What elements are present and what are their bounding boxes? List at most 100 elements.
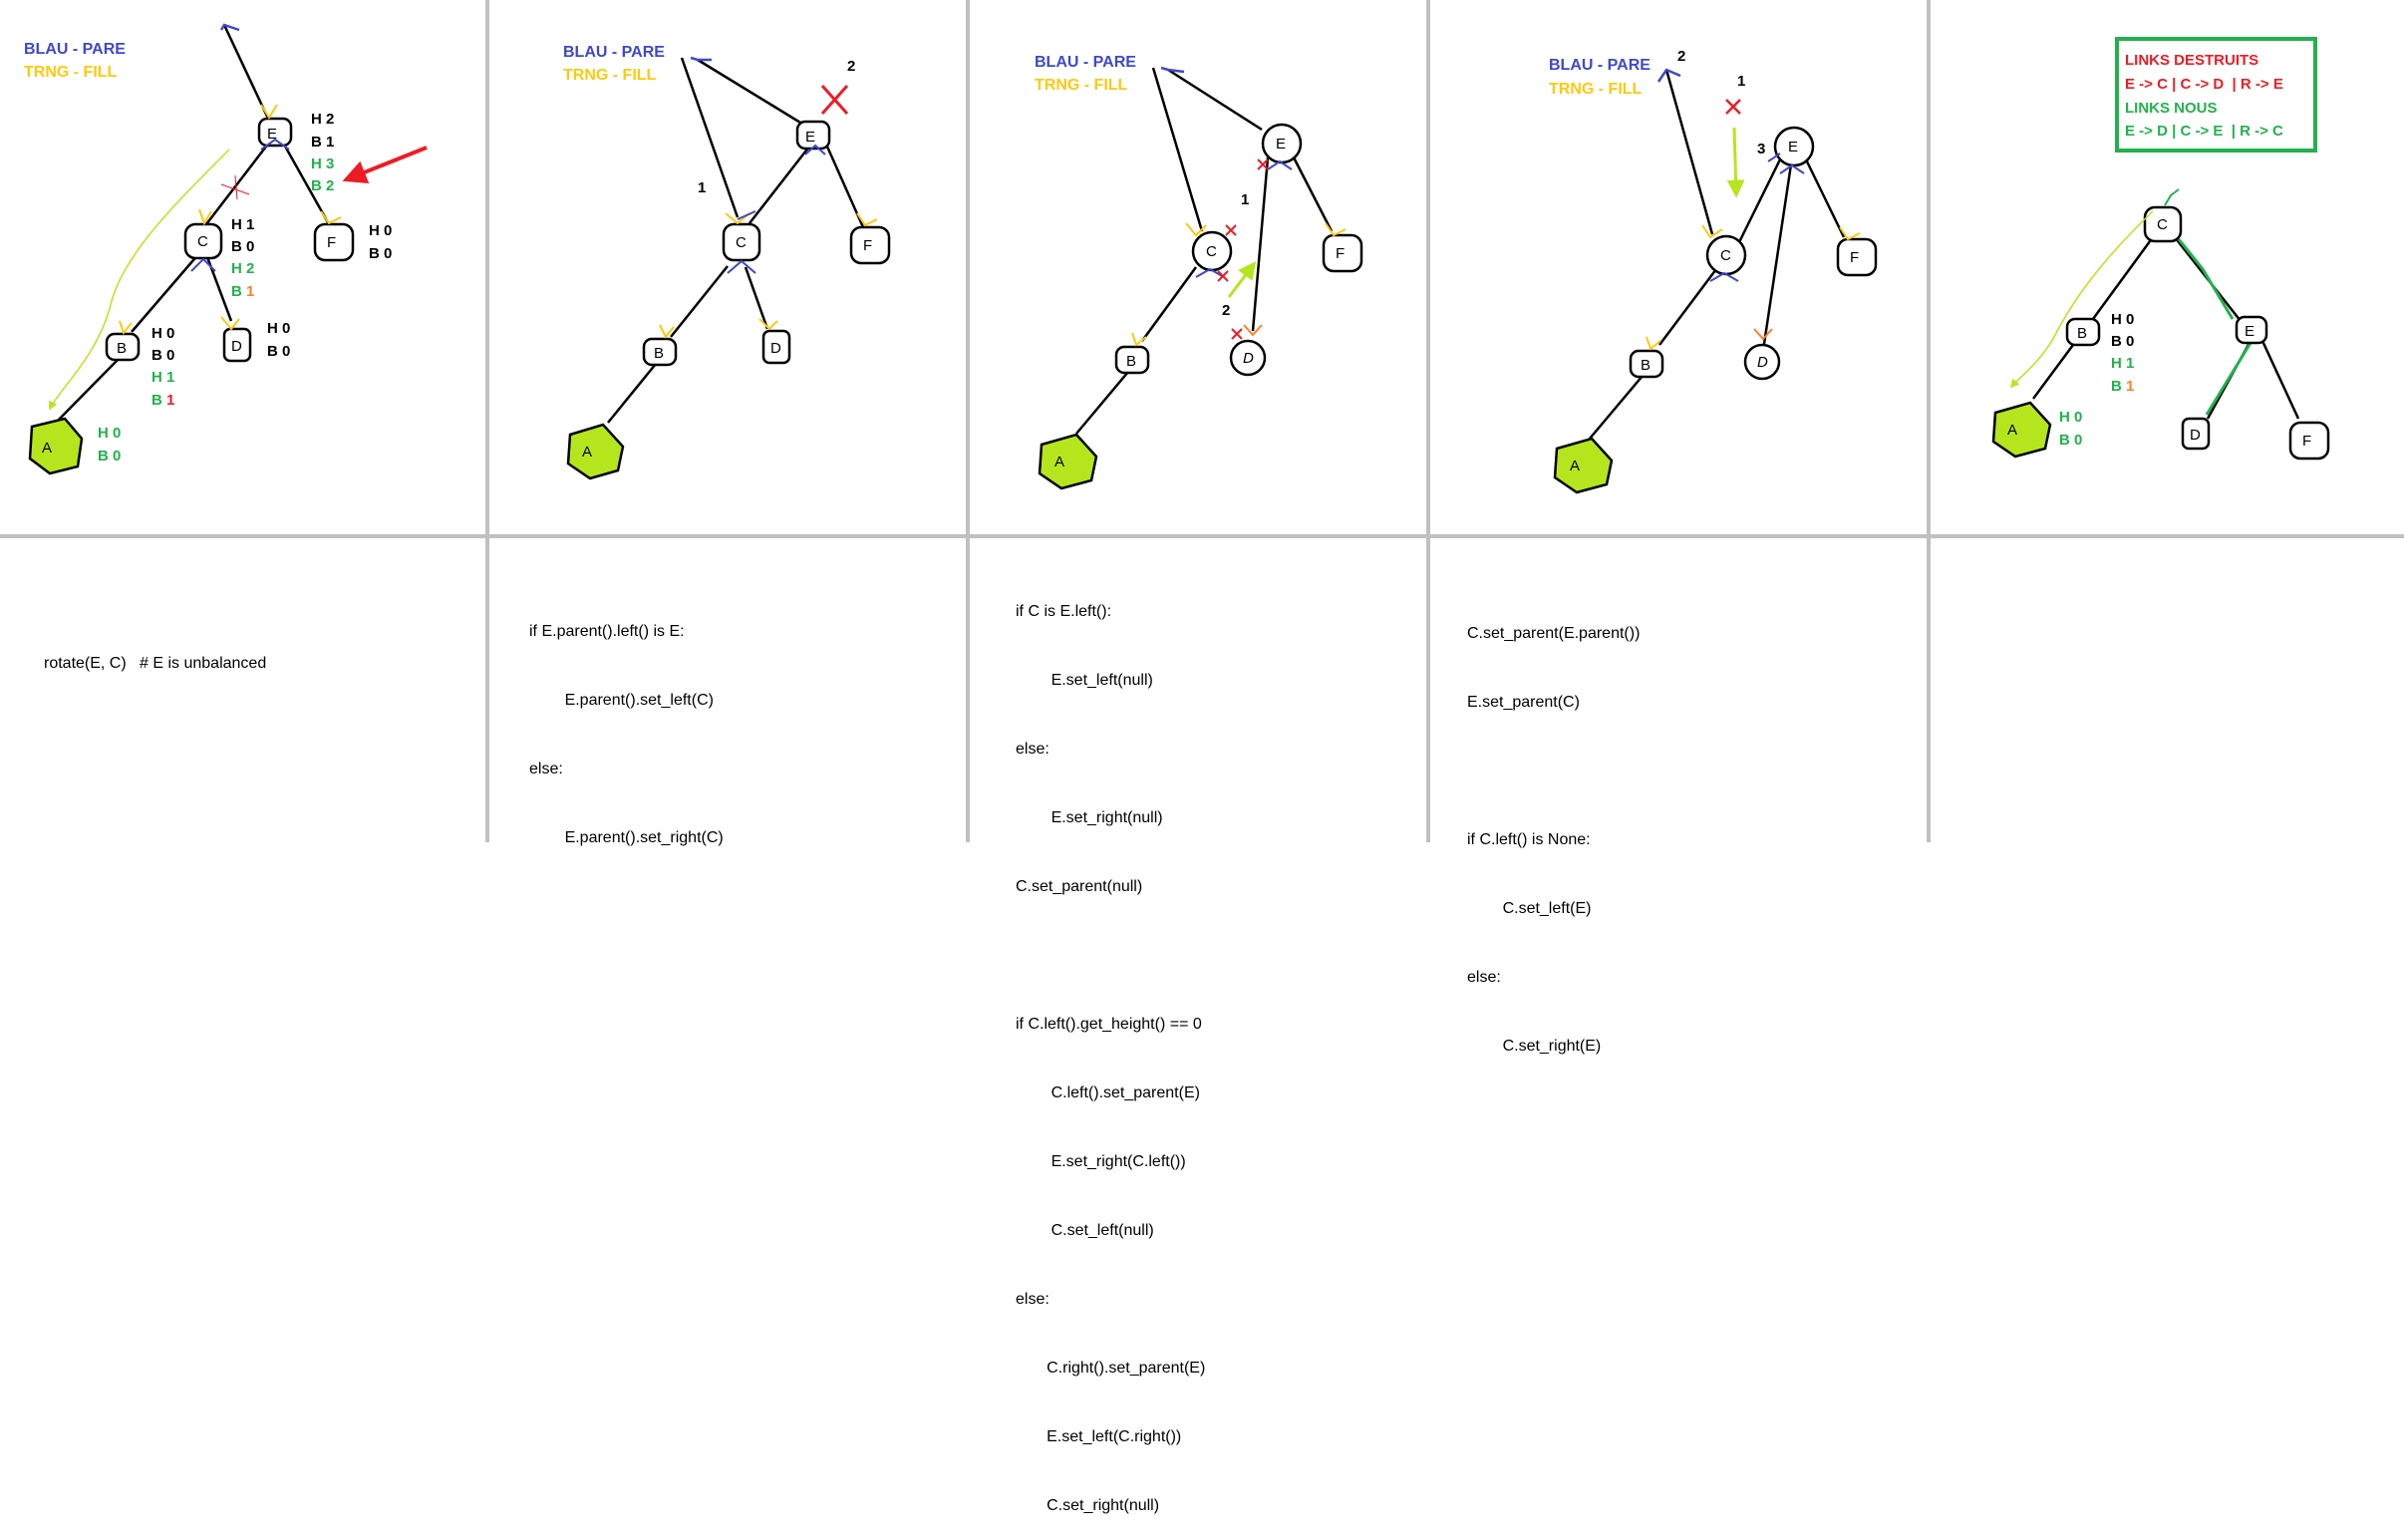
node-F: F: [2288, 421, 2330, 461]
svg-text:H 0: H 0: [151, 325, 174, 342]
node-A: A: [28, 417, 84, 475]
svg-text:E: E: [1276, 136, 1286, 153]
svg-text:B 1: B 1: [231, 283, 254, 300]
node-B: B: [1114, 345, 1150, 375]
red-x: [1725, 99, 1741, 115]
node-C: C: [1705, 234, 1747, 276]
node-E: E: [257, 117, 293, 148]
node-D: D: [222, 327, 252, 363]
links-destroyed-list: E -> C | C -> D | R -> E: [2125, 76, 2283, 93]
code-block-rotate-call: rotate(E, C) # E is unbalanced: [44, 606, 266, 698]
node-D: D: [761, 329, 791, 365]
svg-text:C: C: [1720, 247, 1731, 264]
svg-text:D: D: [770, 340, 781, 357]
svg-text:B 1: B 1: [311, 134, 334, 151]
svg-text:H 1: H 1: [2111, 355, 2134, 372]
svg-text:H 2: H 2: [231, 260, 254, 277]
svg-text:B 0: B 0: [2111, 333, 2134, 350]
lime-rotation-curve: [49, 149, 230, 411]
stats-F: H 0 B 0: [369, 222, 392, 262]
red-cross-mark: [220, 174, 250, 200]
code-line: C.left().set_parent(E): [1016, 1084, 1200, 1101]
legend-trng: TRNG - FILL: [24, 64, 118, 81]
svg-text:D: D: [2190, 427, 2201, 444]
svg-text:C: C: [2157, 216, 2168, 233]
green-arrow: [1726, 127, 1745, 198]
legend-blau: BLAU - PARE: [563, 44, 665, 61]
svg-text:B 0: B 0: [2059, 432, 2082, 449]
stats-D: H 0 B 0: [267, 320, 290, 360]
red-arrow: [342, 146, 428, 184]
links-new-title: LINKS NOUS: [2125, 100, 2218, 117]
svg-text:B: B: [117, 340, 127, 357]
legend-trng: TRNG - FILL: [1035, 77, 1128, 94]
code-line: else:: [529, 761, 563, 777]
panel-dividers: [0, 0, 2404, 842]
node-E: E: [1261, 123, 1303, 164]
stats-A: H 0 B 0: [98, 425, 121, 464]
stats-C: H 1 B 0 H 2 B 1: [231, 216, 254, 300]
svg-text:A: A: [1570, 458, 1580, 474]
stats-B: H 0 B 0 H 1 B 1: [2111, 311, 2134, 395]
code-line: C.set_parent(E.parent()): [1467, 625, 1641, 642]
svg-text:B 0: B 0: [151, 347, 174, 364]
step-2-label: 2: [1222, 302, 1230, 319]
svg-text:H 0: H 0: [369, 222, 392, 239]
svg-text:B: B: [1126, 353, 1136, 370]
code-line: if C.left().get_height() == 0: [1016, 1016, 1202, 1033]
code-line: else:: [1016, 741, 1050, 758]
stats-B: H 0 B 0 H 1 B 1: [151, 325, 174, 409]
code-line: else:: [1467, 969, 1501, 986]
node-A: A: [566, 423, 625, 480]
svg-text:B: B: [2077, 325, 2087, 342]
legend-blau: BLAU - PARE: [24, 41, 126, 58]
child-ticks: [119, 104, 342, 336]
code-line: E.parent().set_left(C): [529, 692, 714, 709]
svg-text:F: F: [1336, 245, 1345, 262]
code-line: if E.parent().left() is E:: [529, 623, 685, 640]
stats-E: H 2 B 1 H 3 B 2: [311, 111, 334, 194]
node-C: C: [183, 222, 223, 260]
svg-text:E: E: [805, 129, 815, 146]
svg-text:H 2: H 2: [311, 111, 334, 128]
svg-text:D: D: [1243, 350, 1254, 367]
node-F: F: [313, 222, 355, 262]
code-block-reparent: if E.parent().left() is E: E.parent().se…: [529, 574, 724, 872]
step-3-label: 3: [1757, 141, 1765, 157]
svg-text:F: F: [863, 237, 872, 254]
step-1-label: 1: [1241, 191, 1249, 208]
svg-text:F: F: [1850, 249, 1859, 266]
svg-text:E: E: [1788, 139, 1798, 155]
green-arrow: [1227, 261, 1257, 298]
code-line: C.set_left(null): [1016, 1222, 1154, 1239]
panel-2: BLAU - PARE TRNG - FILL E C B D F A: [563, 44, 891, 480]
node-B: B: [105, 332, 141, 362]
code-line: C.set_right(null): [1016, 1497, 1160, 1514]
links-new-list: E -> D | C -> E | R -> C: [2125, 123, 2283, 140]
code-line: C.set_left(E): [1467, 900, 1592, 917]
code-line: C.set_right(E): [1467, 1038, 1602, 1055]
node-A: A: [1038, 433, 1098, 490]
links-box: [2115, 37, 2317, 153]
code-line: else:: [1016, 1291, 1050, 1308]
svg-text:H 0: H 0: [2111, 311, 2134, 328]
panel-3: BLAU - PARE TRNG - FILL E C B D F A 1: [1035, 54, 1363, 490]
svg-text:C: C: [1206, 243, 1217, 260]
node-D: D: [1743, 343, 1781, 381]
node-B: B: [642, 337, 678, 367]
node-E: E: [795, 120, 831, 151]
svg-text:D: D: [1757, 354, 1768, 371]
svg-text:C: C: [736, 234, 747, 251]
legend-blau: BLAU - PARE: [1549, 57, 1651, 74]
panel-4: BLAU - PARE TRNG - FILL E C B D F A: [1549, 48, 1878, 494]
legend-trng: TRNG - FILL: [1549, 81, 1643, 98]
svg-text:B: B: [1641, 357, 1651, 374]
svg-text:E: E: [267, 126, 277, 143]
code-line: E.set_right(C.left()): [1016, 1153, 1186, 1170]
svg-text:H 3: H 3: [311, 155, 334, 172]
code-block-attach: C.set_parent(E.parent()) E.set_parent(C)…: [1467, 576, 1640, 1080]
node-D: D: [1229, 339, 1267, 377]
legend-blau: BLAU - PARE: [1035, 54, 1136, 71]
code-line: E.set_right(null): [1016, 809, 1163, 826]
svg-text:H 1: H 1: [231, 216, 254, 233]
